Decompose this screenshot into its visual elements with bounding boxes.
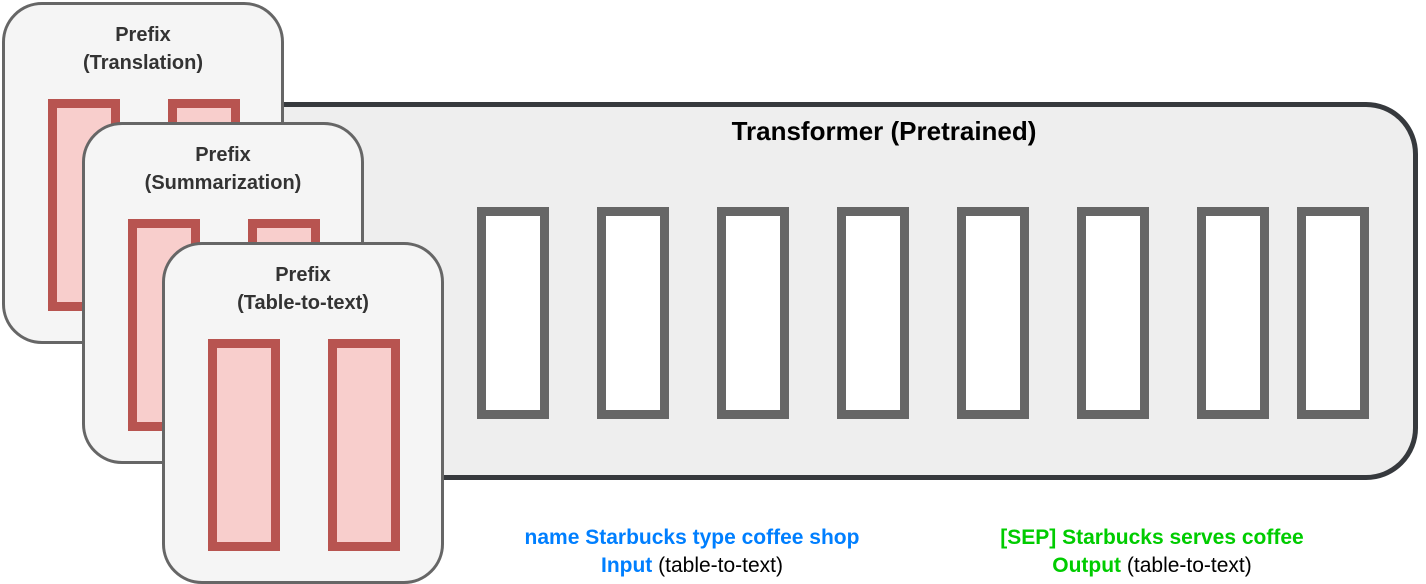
prefix-title: Prefix (Translation) bbox=[5, 21, 281, 77]
transformer-layer bbox=[477, 207, 549, 419]
prefix-vector bbox=[208, 339, 280, 551]
transformer-layer bbox=[837, 207, 909, 419]
prefix-title-line2: (Translation) bbox=[82, 52, 203, 74]
prefix-vector bbox=[328, 339, 400, 551]
transformer-layer bbox=[1077, 207, 1149, 419]
transformer-layer bbox=[1197, 207, 1269, 419]
input-label-line: Input (table-to-text) bbox=[450, 552, 934, 580]
prefix-title-line1: Prefix bbox=[275, 264, 331, 286]
prefix-title: Prefix (Table-to-text) bbox=[165, 261, 441, 317]
prefix-title-line2: (Summarization) bbox=[144, 172, 302, 194]
input-tokens: name Starbucks type coffee shop bbox=[524, 526, 860, 549]
prefix-title-line1: Prefix bbox=[115, 24, 171, 46]
input-suffix: (table-to-text) bbox=[658, 554, 784, 577]
output-suffix: (table-to-text) bbox=[1126, 554, 1252, 577]
output-label: Output bbox=[1052, 554, 1122, 577]
output-label-line: Output (table-to-text) bbox=[952, 552, 1352, 580]
transformer-layer bbox=[717, 207, 789, 419]
output-tokens: [SEP] Starbucks serves coffee bbox=[1000, 526, 1304, 549]
transformer-title: Transformer (Pretrained) bbox=[731, 116, 1037, 146]
prefix-title-line1: Prefix bbox=[195, 144, 251, 166]
prefix-title: Prefix (Summarization) bbox=[85, 141, 361, 197]
transformer-layer bbox=[957, 207, 1029, 419]
prefix-title-line2: (Table-to-text) bbox=[237, 292, 369, 314]
input-caption: name Starbucks type coffee shop Input (t… bbox=[450, 524, 934, 580]
prefix-card-table-to-text: Prefix (Table-to-text) bbox=[162, 242, 444, 584]
transformer-layer bbox=[1297, 207, 1369, 419]
output-caption: [SEP] Starbucks serves coffee Output (ta… bbox=[952, 524, 1352, 580]
transformer-layer bbox=[597, 207, 669, 419]
input-label: Input bbox=[600, 554, 653, 577]
